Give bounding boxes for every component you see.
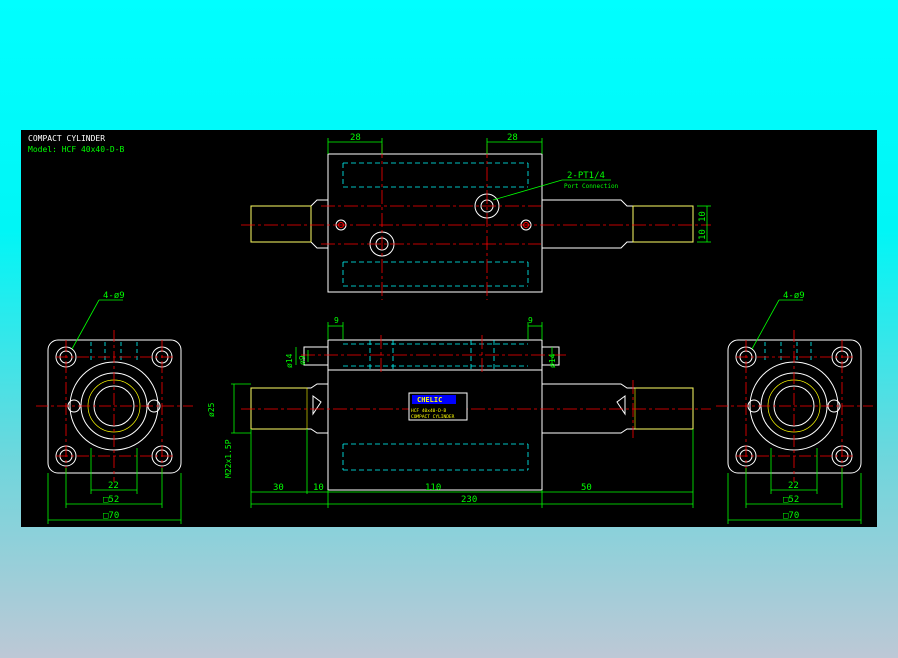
front-dim-10: 10 <box>313 483 324 493</box>
left-dim-22: 22 <box>108 481 119 491</box>
front-dim-110: 110 <box>425 483 441 493</box>
port-note: Port Connection <box>564 183 619 190</box>
rod-dim-b: 10 <box>698 211 708 222</box>
front-phi25: ø25 <box>207 402 216 417</box>
cad-drawing-canvas: COMPACT CYLINDER Model: HCF 40x40-D-B <box>21 130 877 527</box>
right-dim-70: □70 <box>783 511 799 521</box>
front-view: CHELIC HCF 40x40-D-B COMPACT CYLINDER 9 <box>207 316 711 508</box>
left-dim-70: □70 <box>103 511 119 521</box>
left-end-view: 4-ø9 22 □52 □70 <box>36 291 193 524</box>
front-thread: M22x1.5P <box>224 439 233 478</box>
top-dim-right: 28 <box>507 133 518 143</box>
right-dim-22: 22 <box>788 481 799 491</box>
left-dim-52: □52 <box>103 495 119 505</box>
front-dim-50: 50 <box>581 483 592 493</box>
front-phi14-left: ø14 <box>285 353 294 368</box>
nameplate-line2: COMPACT CYLINDER <box>411 414 455 420</box>
rod-dim-a: 10 <box>698 229 708 240</box>
nameplate-line1: HCF 40x40-D-B <box>411 408 447 414</box>
drawing-title: COMPACT CYLINDER <box>28 134 105 143</box>
drawing-model: Model: HCF 40x40-D-B <box>28 145 125 154</box>
front-dim-230: 230 <box>461 495 477 505</box>
top-dim-left: 28 <box>350 133 361 143</box>
front-dim-9-left: 9 <box>334 316 339 325</box>
right-end-view: 4-ø9 22 □52 □70 <box>716 291 873 524</box>
front-dim-9-right: 9 <box>528 316 533 325</box>
top-view: 28 28 2-PT1/4 Port Connection 10 10 <box>241 133 711 300</box>
port-callout: 2-PT1/4 <box>567 171 605 181</box>
left-holes-callout: 4-ø9 <box>103 291 125 301</box>
front-phi14-right: ø14 <box>548 353 557 368</box>
front-dim-30: 30 <box>273 483 284 493</box>
right-dim-52: □52 <box>783 495 799 505</box>
nameplate-brand: CHELIC <box>417 396 442 404</box>
front-phi9: ø9 <box>298 355 307 365</box>
right-holes-callout: 4-ø9 <box>783 291 805 301</box>
